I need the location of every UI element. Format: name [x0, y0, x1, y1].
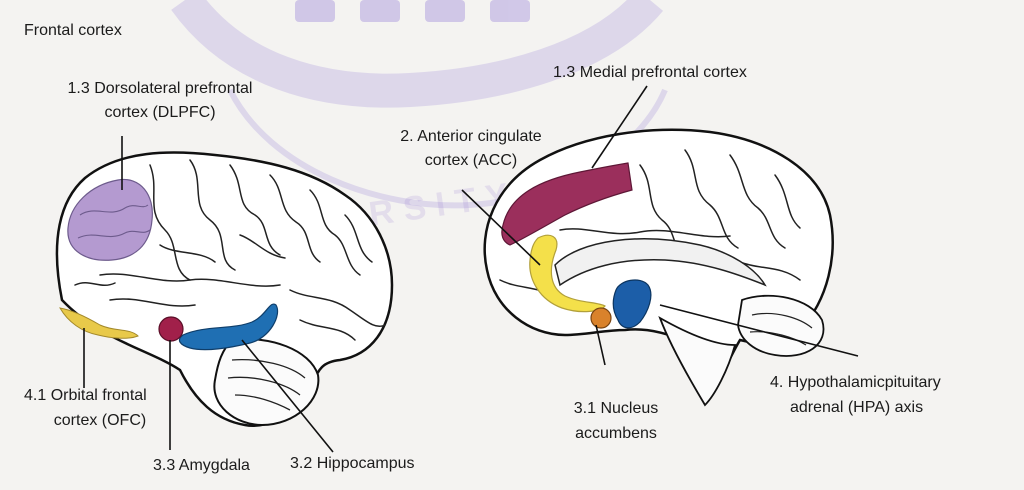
figure-header: Frontal cortex: [24, 20, 122, 42]
leader-hpa: [660, 305, 858, 356]
label-dlpfc-line2: cortex (DLPFC): [22, 102, 298, 124]
leader-acc: [462, 190, 540, 265]
leader-medial-pfc: [592, 86, 647, 168]
label-hippocampus: 3.2 Hippocampus: [290, 453, 415, 475]
label-ofc-line2: cortex (OFC): [24, 410, 176, 432]
label-hpa-line2: adrenal (HPA) axis: [790, 397, 923, 419]
label-acc-line2: cortex (ACC): [370, 150, 572, 172]
leader-nucleus: [596, 325, 605, 365]
label-nucleus-line1: 3.1 Nucleus: [556, 398, 676, 420]
label-acc-line1: 2. Anterior cingulate: [370, 126, 572, 148]
leader-hippocampus: [242, 340, 333, 452]
label-medial-pfc: 1.3 Medial prefrontal cortex: [553, 62, 747, 84]
label-hpa-line1: 4. Hypothalamicpituitary: [770, 372, 941, 394]
label-ofc-line1: 4.1 Orbital frontal: [24, 385, 147, 407]
label-nucleus-line2: accumbens: [556, 423, 676, 445]
label-amygdala: 3.3 Amygdala: [153, 455, 250, 477]
label-dlpfc-line1: 1.3 Dorsolateral prefrontal: [22, 78, 298, 100]
